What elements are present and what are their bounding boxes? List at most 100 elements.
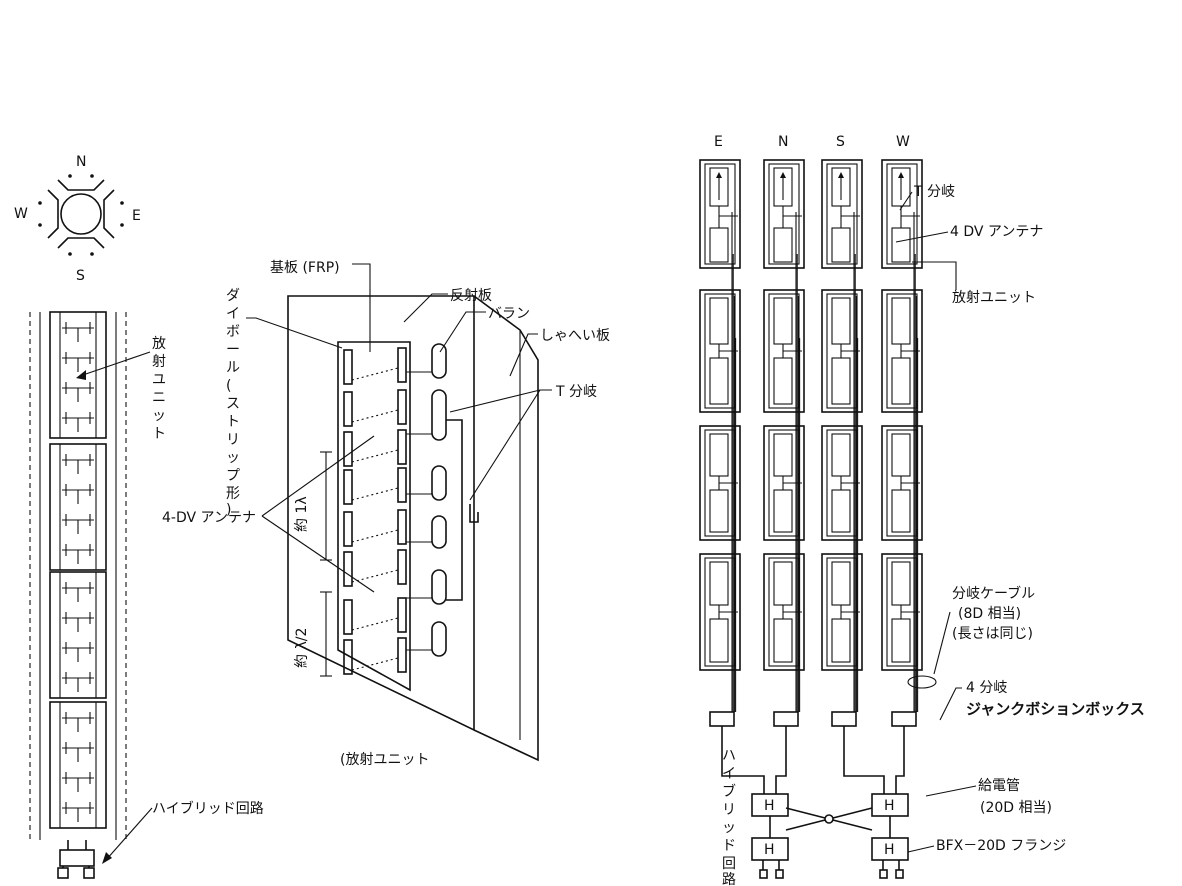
hybrid-letter-1: H bbox=[764, 798, 775, 814]
array-unit-s-4 bbox=[821, 553, 863, 671]
junction-box-e bbox=[709, 711, 735, 727]
side-view-antenna: 放 射 ユ ニ ッ ト ハイブリッド回路 bbox=[29, 311, 264, 879]
array-label-branch-3: (長さは同じ) bbox=[952, 626, 1033, 642]
svg-text:ニ: ニ bbox=[152, 390, 166, 406]
array-unit-w-2 bbox=[881, 289, 923, 413]
output-connector-2 bbox=[775, 869, 784, 879]
side-hybrid-box bbox=[59, 849, 95, 867]
svg-text:ド: ド bbox=[722, 838, 736, 854]
svg-text:ダ: ダ bbox=[226, 288, 240, 304]
svg-text:ユ: ユ bbox=[152, 372, 166, 388]
compass-figure: N W E S bbox=[14, 154, 141, 284]
svg-text:ボ: ボ bbox=[226, 324, 240, 340]
array-unit-e-4 bbox=[699, 553, 741, 671]
array-label-feeder-2: (20D 相当) bbox=[980, 800, 1052, 816]
svg-text:リ: リ bbox=[722, 802, 736, 818]
svg-text:リ: リ bbox=[226, 432, 240, 448]
svg-text:プ: プ bbox=[226, 468, 240, 484]
dipole-left-1 bbox=[343, 349, 353, 385]
svg-text:ー: ー bbox=[226, 342, 240, 358]
label-dim-1: 約 1λ bbox=[294, 496, 310, 532]
side-label-unit-1: 放 bbox=[152, 336, 166, 352]
balun-tube-3 bbox=[431, 465, 447, 501]
array-unit-e-2 bbox=[699, 289, 741, 413]
svg-text:ッ: ッ bbox=[152, 408, 166, 424]
array-label-tee: T 分岐 bbox=[913, 184, 955, 200]
array-col-label-s: S bbox=[836, 134, 845, 150]
unit-caption: (放射ユニット bbox=[340, 752, 429, 768]
balun-tube-4 bbox=[431, 515, 447, 549]
array-unit-s-1 bbox=[821, 159, 863, 269]
junction-box-n bbox=[773, 711, 799, 727]
array-unit-w-4 bbox=[881, 553, 923, 671]
array-unit-n-3 bbox=[763, 425, 805, 541]
svg-text:(: ( bbox=[226, 378, 231, 394]
svg-text:イ: イ bbox=[226, 306, 240, 322]
radiating-unit-detail: 基板 (FRP) 反射板 バラン しゃへい板 T 分岐 ダ イ ボ ー ル ( … bbox=[162, 259, 610, 768]
array-unit-w-3 bbox=[881, 425, 923, 541]
label-4dv: 4-DV アンテナ bbox=[162, 510, 256, 526]
svg-text:ト: ト bbox=[226, 414, 240, 430]
hybrid-letter-2: H bbox=[884, 798, 895, 814]
dipole-left-5 bbox=[343, 511, 353, 547]
label-balun: バラン bbox=[488, 306, 530, 322]
label-dim-2: 約 λ/2 bbox=[294, 628, 310, 668]
dipole-left-3 bbox=[343, 431, 353, 467]
balun-tube-1 bbox=[431, 343, 447, 379]
array-label-feeder-1: 給電管 bbox=[978, 778, 1020, 794]
array-unit-n-2 bbox=[763, 289, 805, 413]
array-label-branch-2: (8D 相当) bbox=[958, 606, 1021, 622]
array-label-branch-1: 分岐ケーブル bbox=[952, 585, 1035, 602]
label-reflector: 反射板 bbox=[450, 288, 492, 304]
panel-north bbox=[57, 179, 105, 191]
dipole-left-7 bbox=[343, 599, 353, 635]
array-label-flange: BFX－20D フランジ bbox=[936, 838, 1066, 854]
dipole-right-4 bbox=[397, 467, 407, 503]
array-column-e: E bbox=[699, 134, 741, 756]
balun-tube-5 bbox=[431, 569, 447, 605]
dipole-right-5 bbox=[397, 509, 407, 545]
dipole-left-6 bbox=[343, 551, 353, 587]
array-col-label-w: W bbox=[896, 134, 910, 150]
dipole-left-2 bbox=[343, 391, 353, 427]
label-tee: T 分岐 bbox=[555, 384, 597, 400]
array-label-hybrid: ハ イ ブ リ ッ ド 回 路 bbox=[722, 748, 736, 886]
array-label-unit: 放射ユニット bbox=[952, 290, 1036, 306]
output-connector-4 bbox=[895, 869, 904, 879]
array-unit-s-3 bbox=[821, 425, 863, 541]
svg-text:): ) bbox=[226, 502, 231, 518]
label-dipole: ダ イ ボ ー ル ( ス ト リ ッ プ 形 ) bbox=[226, 288, 240, 518]
junction-box-s bbox=[831, 711, 857, 727]
svg-text:路: 路 bbox=[722, 872, 736, 886]
svg-text:ス: ス bbox=[226, 396, 240, 412]
svg-text:ハ: ハ bbox=[722, 748, 736, 764]
dipole-right-8 bbox=[397, 637, 407, 673]
label-substrate: 基板 (FRP) bbox=[270, 259, 340, 276]
dipole-left-8 bbox=[343, 639, 353, 675]
svg-text:ッ: ッ bbox=[722, 820, 736, 836]
array-col-label-n: N bbox=[778, 134, 788, 150]
label-shield: しゃへい板 bbox=[540, 328, 610, 344]
svg-text:回: 回 bbox=[722, 856, 736, 872]
svg-text:イ: イ bbox=[722, 766, 736, 782]
compass-e: E bbox=[132, 208, 141, 224]
hybrid-letter-4: H bbox=[884, 842, 895, 858]
array-col-label-e: E bbox=[714, 134, 723, 150]
svg-text:ブ: ブ bbox=[722, 783, 736, 800]
output-connector-3 bbox=[879, 869, 888, 879]
side-label-hybrid: ハイブリッド回路 bbox=[152, 800, 264, 817]
panel-south bbox=[57, 237, 105, 249]
array-column-w: W bbox=[881, 134, 923, 756]
dipole-right-3 bbox=[397, 429, 407, 465]
side-unit-2 bbox=[49, 443, 107, 571]
svg-text:ル: ル bbox=[226, 360, 240, 376]
balun-tube-2 bbox=[431, 389, 447, 441]
dipole-left-4 bbox=[343, 469, 353, 505]
side-unit-1 bbox=[49, 311, 107, 439]
balun-tube-6 bbox=[431, 621, 447, 657]
compass-w: W bbox=[14, 206, 28, 222]
panel-west bbox=[47, 189, 59, 239]
svg-text:ト: ト bbox=[152, 426, 166, 442]
svg-text:ッ: ッ bbox=[226, 450, 240, 466]
